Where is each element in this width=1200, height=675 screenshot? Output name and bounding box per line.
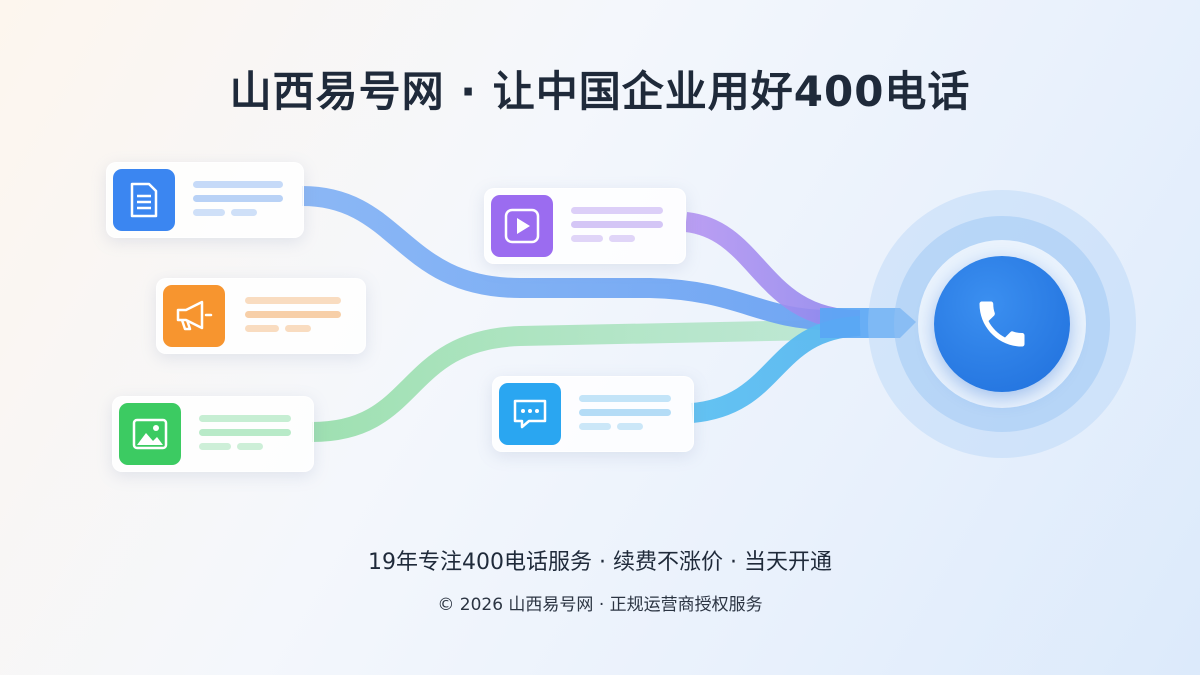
megaphone-icon [163,285,225,347]
flow-merge-arrow [820,308,916,338]
flow-blue [301,186,831,330]
card-megaphone [156,278,366,354]
card-video [484,188,686,264]
subtitle: 19年专注400电话服务 · 续费不涨价 · 当天开通 [368,550,832,575]
phone-target [868,190,1136,458]
document-icon [113,169,175,231]
flow-green [311,320,821,442]
chat-bubble-icon [499,383,561,445]
card-document [106,162,304,238]
phone-icon [934,256,1070,392]
image-icon [119,403,181,465]
page-title: 山西易号网 · 让中国企业用好400电话 [229,67,971,116]
card-chat [492,376,694,452]
card-image [112,396,314,472]
footer-copyright: © 2026 山西易号网 · 正规运营商授权服务 [437,595,763,615]
video-play-icon [491,195,553,257]
